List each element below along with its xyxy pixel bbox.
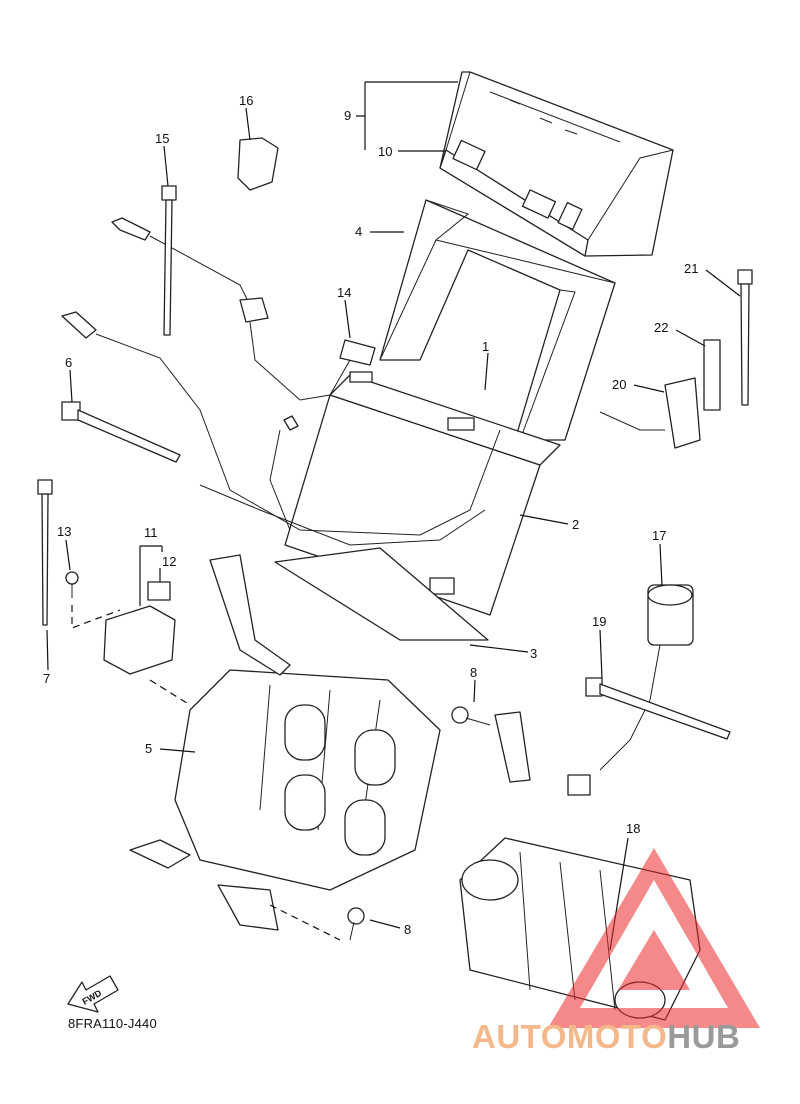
battery-mat xyxy=(274,547,489,641)
figure-code: 8FRA110-J440 xyxy=(68,1016,157,1031)
callout-17: 17 xyxy=(652,528,666,543)
callout-9: 9 xyxy=(344,108,351,123)
leader-lines xyxy=(46,81,741,951)
callout-14: 14 xyxy=(337,285,351,300)
bolt-8-upper xyxy=(451,706,491,726)
callout-8-lower: 8 xyxy=(404,922,411,937)
sensor-20 xyxy=(599,377,701,449)
callout-numbers: 1 2 3 4 5 6 7 8 8 9 10 11 12 13 14 15 16… xyxy=(43,93,698,937)
callout-10: 10 xyxy=(378,144,392,159)
starter-relay xyxy=(65,571,176,675)
callout-20: 20 xyxy=(612,377,626,392)
fwd-arrow: FWD xyxy=(67,975,119,1013)
bolt-8-lower xyxy=(347,907,365,941)
callout-7: 7 xyxy=(43,671,50,686)
battery-cables xyxy=(61,217,501,546)
relay-mount-path xyxy=(149,679,191,706)
callout-6: 6 xyxy=(65,355,72,370)
callout-4: 4 xyxy=(355,224,362,239)
callout-11: 11 xyxy=(144,525,158,540)
callout-3: 3 xyxy=(530,646,537,661)
clip-16 xyxy=(237,137,279,191)
watermark-text-part2: HUB xyxy=(667,1018,741,1055)
callout-12: 12 xyxy=(162,554,176,569)
callout-18: 18 xyxy=(626,821,640,836)
callout-15: 15 xyxy=(155,131,169,146)
callout-16: 16 xyxy=(239,93,253,108)
callout-5: 5 xyxy=(145,741,152,756)
strip-22 xyxy=(703,339,721,411)
watermark-triangle-icon xyxy=(548,848,760,1028)
watermark-text: AUTOMOTOHUB xyxy=(472,1018,740,1056)
lower-bolt-path xyxy=(269,904,341,941)
cable-tie-19 xyxy=(585,677,731,740)
callout-13: 13 xyxy=(57,524,71,539)
cable-tie-6 xyxy=(61,401,181,463)
battery-cover xyxy=(439,71,674,257)
watermark-text-part1: AUTOMOTO xyxy=(472,1018,668,1055)
cable-tie-21 xyxy=(737,269,753,406)
battery-bracket xyxy=(129,554,531,931)
accessory-socket-17 xyxy=(567,584,694,796)
callout-22: 22 xyxy=(654,320,668,335)
callout-19: 19 xyxy=(592,614,606,629)
callout-1: 1 xyxy=(482,339,489,354)
callout-2: 2 xyxy=(572,517,579,532)
battery-box xyxy=(379,199,616,441)
cable-tie-15 xyxy=(161,185,177,336)
cable-tie-7 xyxy=(37,479,53,626)
callout-21: 21 xyxy=(684,261,698,276)
callout-8-upper: 8 xyxy=(470,665,477,680)
